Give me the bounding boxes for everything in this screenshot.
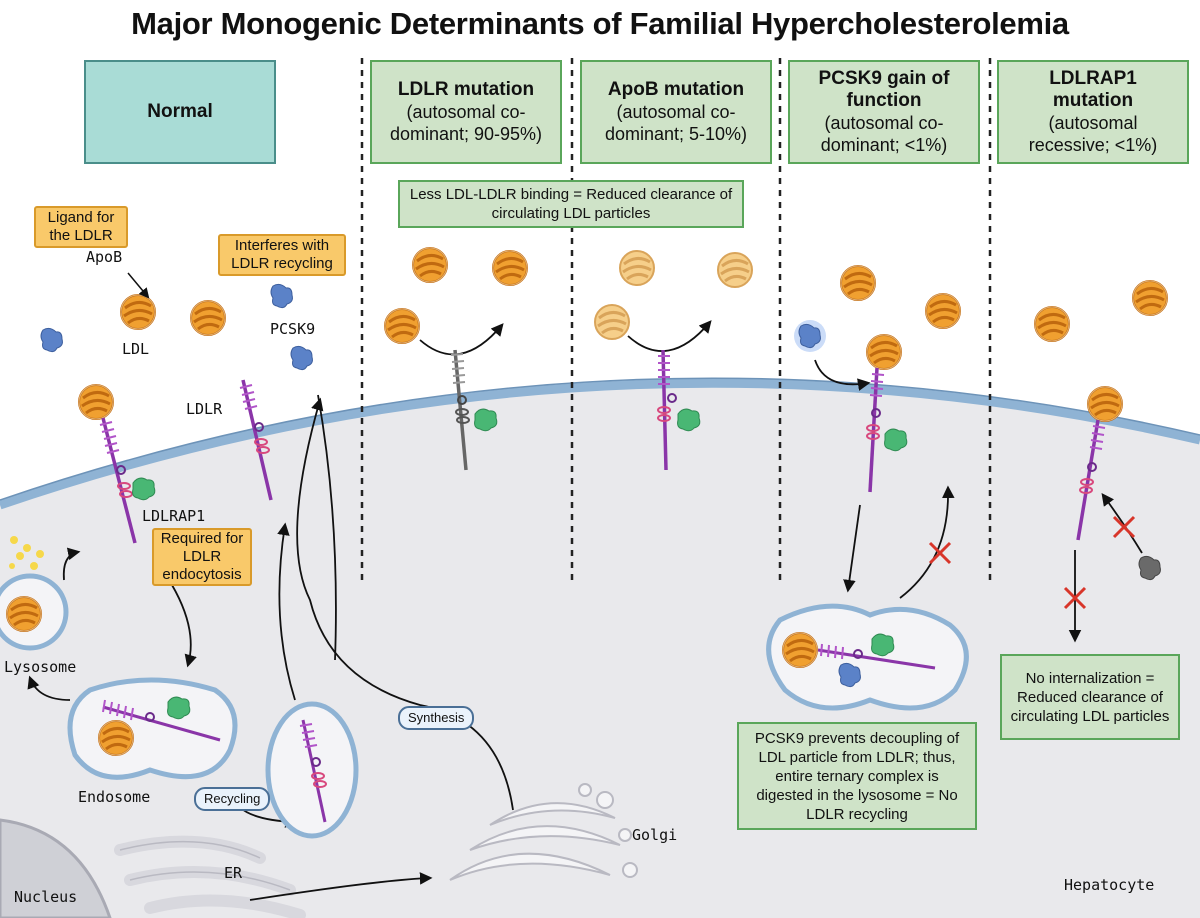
header-normal: Normal <box>84 60 276 164</box>
note-binding: Less LDL-LDLR binding = Reduced clearanc… <box>398 180 744 228</box>
label-endosome: Endosome <box>78 788 151 806</box>
note-pcsk9: PCSK9 prevents decoupling of LDL particl… <box>737 722 977 830</box>
tag-interferes: Interferes with LDLR recycling <box>218 234 346 276</box>
header-ldlr-name: LDLR mutation <box>397 79 535 100</box>
label-apob: ApoB <box>86 248 123 266</box>
header-ldlr-mutation: LDLR mutation (autosomal co-dominant; 90… <box>370 60 562 164</box>
note-ldlrap1: No internalization = Reduced clearance o… <box>1000 654 1180 740</box>
tag-ligand: Ligand for the LDLR <box>34 206 128 248</box>
header-pcsk9-detail: (autosomal co-dominant; <1%) <box>820 113 948 155</box>
label-ldl: LDL <box>122 340 150 358</box>
diagram-title: Major Monogenic Determinants of Familial… <box>131 6 1069 41</box>
tag-required: Required for LDLR endocytosis <box>152 528 252 586</box>
label-nucleus: Nucleus <box>14 888 78 906</box>
header-ldlrap1-name: LDLRAP1 mutation <box>1049 68 1137 111</box>
label-lysosome: Lysosome <box>4 658 77 676</box>
header-pcsk9-gof: PCSK9 gain of function (autosomal co-dom… <box>788 60 980 164</box>
header-pcsk9-name: PCSK9 gain of function <box>818 68 950 111</box>
pill-synthesis: Synthesis <box>398 706 475 730</box>
label-er: ER <box>224 864 243 882</box>
header-apob-mutation: ApoB mutation (autosomal co-dominant; 5-… <box>580 60 772 164</box>
panel-dividers <box>360 58 992 585</box>
pill-recycling: Recycling <box>194 787 271 811</box>
cell-membrane <box>0 378 1200 510</box>
golgi <box>449 783 638 881</box>
label-ldlr: LDLR <box>186 400 223 418</box>
header-apob-name: ApoB mutation <box>607 79 745 100</box>
header-ldlr-detail: (autosomal co-dominant; 90-95%) <box>389 102 543 144</box>
label-ldlrap1: LDLRAP1 <box>142 507 206 525</box>
header-apob-detail: (autosomal co-dominant; 5-10%) <box>604 102 748 144</box>
header-ldlrap1-mutation: LDLRAP1 mutation (autosomal recessive; <… <box>997 60 1189 164</box>
label-golgi: Golgi <box>632 826 678 844</box>
label-hepatocyte: Hepatocyte <box>1064 876 1155 894</box>
label-pcsk9: PCSK9 <box>270 320 316 338</box>
header-ldlrap1-detail: (autosomal recessive; <1%) <box>1028 113 1158 155</box>
